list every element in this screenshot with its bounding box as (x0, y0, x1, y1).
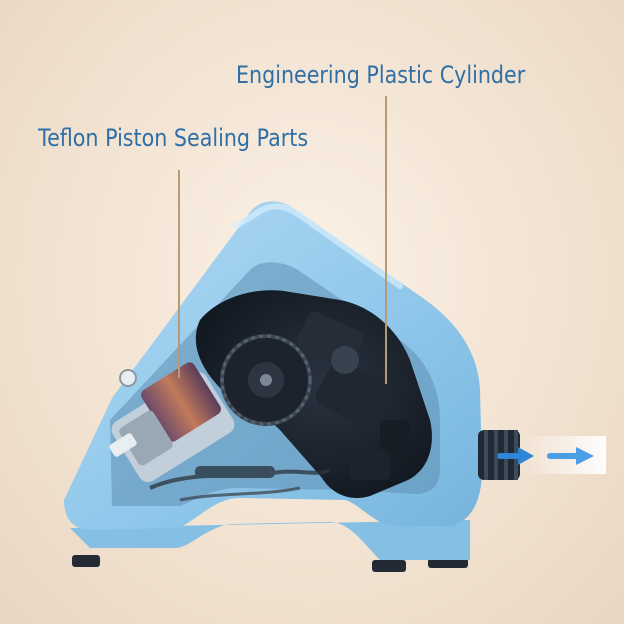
internal-wiring (149, 466, 332, 502)
shell-highlight (233, 203, 403, 289)
drive-gear (220, 334, 312, 426)
housing-base (70, 520, 470, 560)
piston-assembly (109, 362, 235, 483)
base-feet (72, 555, 468, 572)
right-arrow-icon (497, 447, 594, 465)
cylinder-callout-label: Engineering Plastic Cylinder (236, 61, 526, 89)
crank-parts (296, 311, 410, 480)
piston-callout-label: Teflon Piston Sealing Parts (38, 124, 309, 152)
